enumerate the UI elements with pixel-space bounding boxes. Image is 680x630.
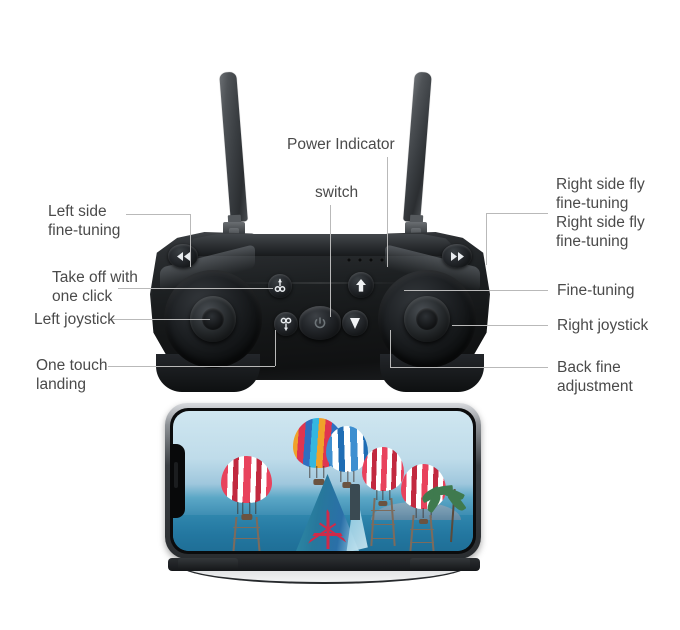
label-left-joystick: Left joystick (34, 311, 115, 328)
stand-foot-right (410, 558, 470, 570)
leader-left-side-fine-tuning-v (190, 214, 191, 267)
smartphone-fpv-display[interactable] (165, 403, 481, 559)
balloon-mid-right (362, 447, 404, 507)
power-indicator-leds (347, 258, 385, 262)
phone-holder-stand (168, 556, 480, 584)
label-one-touch-landing: One touch landing (36, 357, 108, 393)
controller-top-bar (177, 234, 463, 256)
led-3 (369, 258, 374, 262)
leader-one-touch-landing-h (108, 366, 275, 367)
stand-bar (168, 558, 480, 571)
earpiece-speaker-icon (174, 462, 178, 488)
takeoff-icon[interactable] (268, 274, 292, 298)
landing-icon[interactable] (274, 312, 298, 336)
label-switch: switch (315, 184, 359, 201)
label-back-fine-adjustment: Back fine adjustment (557, 359, 633, 395)
arrow-down-icon[interactable] (342, 310, 368, 336)
leader-back-fine-adjustment-v (390, 330, 391, 367)
drone-controller-body (150, 232, 490, 392)
phone-screen[interactable] (173, 411, 473, 551)
stand-foot-left (178, 558, 238, 570)
leader-one-touch-landing-v (275, 330, 276, 366)
leader-power-indicator (387, 157, 388, 267)
controller-ridge (231, 282, 409, 285)
led-2 (358, 258, 363, 262)
tower-mid-right (370, 497, 396, 546)
balloon-far-left (221, 455, 272, 521)
leader-fine-tuning (404, 290, 548, 291)
leader-right-side-fly-fine-tuning-v (486, 213, 487, 265)
leader-left-side-fine-tuning-h (126, 214, 190, 215)
leader-switch (330, 205, 331, 317)
tower-right (409, 514, 435, 551)
power-icon[interactable] (299, 306, 341, 340)
label-fine-tuning: Fine-tuning (557, 282, 635, 299)
tower-left (232, 517, 261, 551)
label-take-off-with-one-click: Take off with one click (52, 269, 138, 305)
arrow-up-icon[interactable] (348, 272, 374, 298)
leader-back-fine-adjustment-h (390, 367, 548, 368)
label-right-joystick: Right joystick (557, 317, 649, 334)
led-4 (380, 258, 385, 262)
joystick-right-stick[interactable] (404, 296, 450, 342)
phone-bezel (170, 408, 476, 554)
leader-right-joystick (452, 325, 548, 326)
palm-tree (419, 485, 470, 543)
label-right-side-fly-fine-tuning: Right side fly fine-tuning Right side fl… (556, 176, 645, 250)
balloon-center-blue (326, 426, 368, 488)
leader-left-joystick (110, 319, 210, 320)
label-power-indicator: Power Indicator (287, 136, 395, 153)
leader-right-side-fly-fine-tuning-h (486, 213, 548, 214)
rewind-icon[interactable] (168, 244, 198, 268)
led-1 (347, 258, 352, 262)
fast-forward-icon[interactable] (442, 244, 472, 268)
phone-notch (170, 444, 185, 518)
leader-take-off-with-one-click (118, 288, 273, 289)
label-left-side-fine-tuning: Left side fine-tuning (48, 203, 121, 239)
chimney (350, 483, 360, 521)
joystick-right[interactable] (378, 270, 476, 368)
